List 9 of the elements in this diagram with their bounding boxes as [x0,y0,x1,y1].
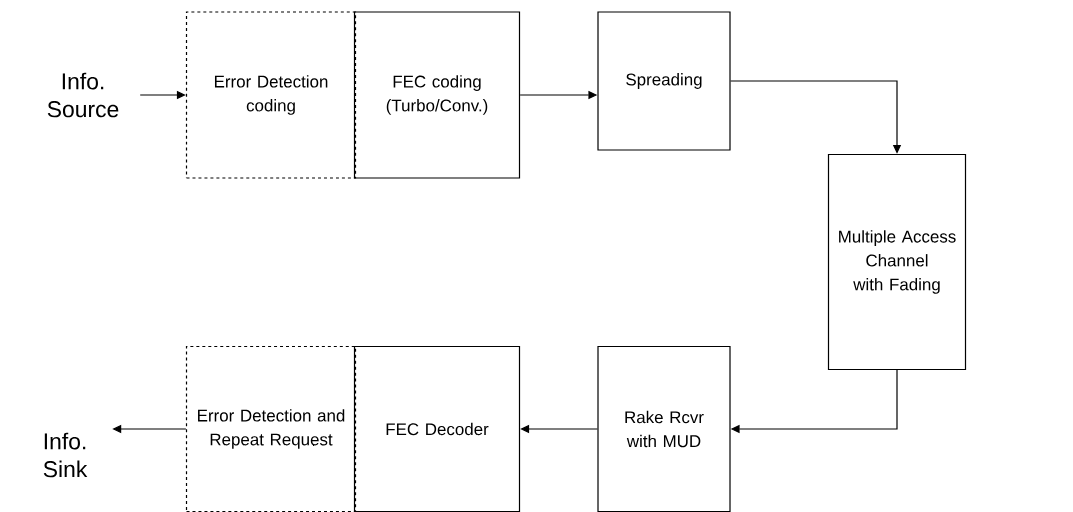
process-block: FEC Decoder [353,345,521,512]
process-block: Multiple Access Channel with Fading [827,153,967,371]
optional-block: Error Detection and Repeat Request [185,345,357,512]
process-block: Rake Rcvr with MUD [597,345,731,512]
sink-label: Info. Sink [43,432,88,478]
process-block: Spreading [597,11,731,151]
optional-block: Error Detection coding [185,11,357,179]
source-label: Info. Source [47,72,119,118]
process-block: FEC coding (Turbo/Conv.) [353,11,521,179]
